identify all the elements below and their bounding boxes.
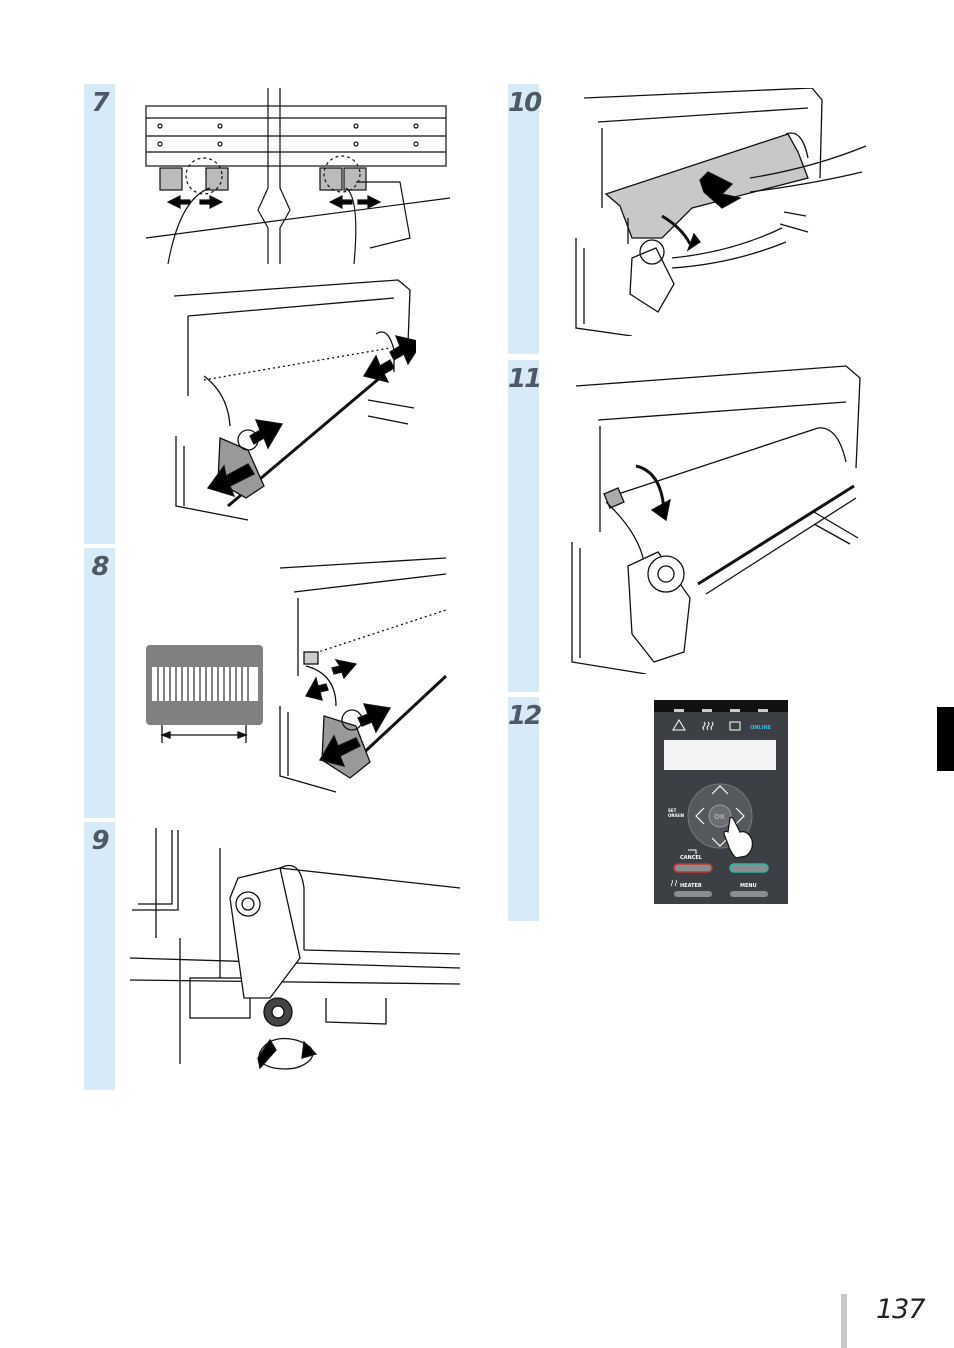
step-9-illustration bbox=[130, 828, 462, 1072]
step-number: 8 bbox=[84, 552, 115, 582]
page-number-rule bbox=[841, 1294, 847, 1348]
step-11-illustration bbox=[566, 362, 862, 674]
step-number: 7 bbox=[84, 88, 115, 118]
step-number: 11 bbox=[508, 364, 539, 394]
step-number: 12 bbox=[508, 701, 539, 731]
set-origin-label-line2: ORIGIN bbox=[668, 813, 684, 818]
menu-button[interactable] bbox=[730, 891, 768, 897]
step-10-bar: 10 bbox=[508, 84, 539, 354]
step-10-illustration bbox=[572, 88, 866, 336]
menu-label: MENU bbox=[740, 883, 757, 889]
core-size-diagram bbox=[146, 645, 264, 745]
step-8-bar: 8 bbox=[84, 548, 115, 818]
lcd-display bbox=[664, 740, 776, 770]
step-9-bar: 9 bbox=[84, 822, 115, 1090]
step-7-bar: 7 bbox=[84, 84, 115, 544]
step-7-illustration-top bbox=[140, 88, 462, 264]
step-8-illustration bbox=[276, 556, 448, 800]
step-number: 9 bbox=[84, 826, 115, 856]
cancel-label: CANCEL bbox=[680, 855, 703, 861]
section-tab bbox=[937, 707, 954, 771]
control-panel: ONLINE SET ORIGIN OK CANCEL HEATER MENU bbox=[654, 700, 788, 904]
heater-button[interactable] bbox=[674, 891, 712, 897]
page-number: 137 bbox=[876, 1294, 925, 1325]
step-11-bar: 11 bbox=[508, 360, 539, 692]
step-number: 10 bbox=[508, 88, 539, 118]
ok-label: OK bbox=[714, 813, 726, 821]
cancel-button[interactable] bbox=[674, 864, 712, 872]
step-12-bar: 12 bbox=[508, 697, 539, 921]
step-7-illustration-bottom bbox=[168, 276, 416, 522]
heater-label: HEATER bbox=[680, 883, 702, 889]
enter-button[interactable] bbox=[730, 864, 768, 872]
online-label: ONLINE bbox=[750, 725, 772, 731]
